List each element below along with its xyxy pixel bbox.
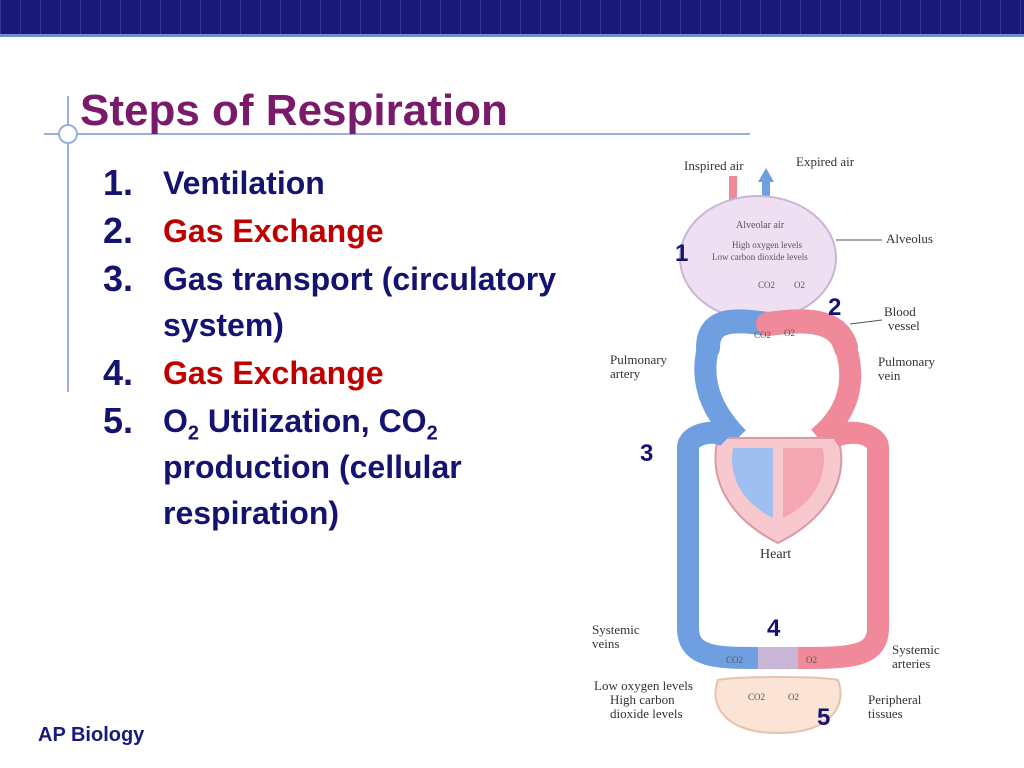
step-text: Ventilation [163, 165, 325, 201]
step-text: Gas Exchange [163, 355, 384, 391]
blood-label: Blood [884, 304, 916, 319]
horizontal-guide-line [44, 133, 750, 135]
top-banner [0, 0, 1024, 37]
vessel-label: vessel [888, 318, 920, 333]
diagram-marker-4: 4 [767, 615, 781, 642]
step-item: 3. Gas transport (circulatory system) [103, 256, 573, 348]
inspired-air-label: Inspired air [684, 158, 744, 173]
pulmonary-vein-label-2: vein [878, 368, 901, 383]
peripheral-tissue-shape [714, 676, 842, 735]
step-number: 4. [103, 352, 134, 393]
pulmonary-vein-label-1: Pulmonary [878, 354, 936, 369]
systemic-veins-label-1: Systemic [592, 622, 640, 637]
co2-label: CO2 [748, 692, 765, 702]
co2-label: CO2 [758, 280, 775, 290]
step-item: 4. Gas Exchange [103, 350, 573, 396]
step-number: 5. [103, 400, 134, 441]
steps-list: 1. Ventilation 2. Gas Exchange 3. Gas tr… [103, 160, 573, 538]
pulmonary-artery-label-2: artery [610, 366, 641, 381]
expired-air-label: Expired air [796, 154, 855, 169]
crosshair-circle-icon [58, 124, 78, 144]
co2-label: CO2 [726, 655, 743, 665]
o2-label: O2 [806, 655, 817, 665]
o2-label: O2 [788, 692, 799, 702]
alveolar-air-label: Alveolar air [736, 220, 785, 231]
high-oxygen-label: High oxygen levels [732, 240, 802, 250]
diagram-marker-2: 2 [828, 294, 842, 321]
diagram-marker-3: 3 [640, 440, 654, 467]
step-text: O2 Utilization, CO2 production (cellular… [163, 403, 462, 531]
systemic-arteries-label-2: arteries [892, 656, 930, 671]
step-text: Gas Exchange [163, 213, 384, 249]
step-number: 2. [103, 210, 134, 251]
step-number: 1. [103, 162, 134, 203]
o2-label: O2 [794, 280, 805, 290]
co2-label: CO2 [754, 330, 771, 340]
step-item: 1. Ventilation [103, 160, 573, 206]
step-item: 2. Gas Exchange [103, 208, 573, 254]
diagram-marker-5: 5 [817, 704, 831, 731]
dioxide-levels-label: dioxide levels [610, 706, 683, 721]
systemic-veins-label-2: veins [592, 636, 619, 651]
systemic-arteries-label-1: Systemic [892, 642, 940, 657]
diagram-marker-1: 1 [675, 240, 689, 267]
low-co2-label: Low carbon dioxide levels [712, 252, 808, 262]
peripheral-label-1: Peripheral [868, 692, 922, 707]
respiration-diagram: Inspired air Expired air Alveolar air Hi… [588, 148, 962, 738]
slide-title: Steps of Respiration [80, 86, 508, 135]
peripheral-label-2: tissues [868, 706, 903, 721]
step-item: 5. O2 Utilization, CO2 production (cellu… [103, 398, 573, 536]
vertical-guide-line [67, 96, 69, 392]
pulmonary-artery-label-1: Pulmonary [610, 352, 668, 367]
circulation-diagram-svg: Inspired air Expired air Alveolar air Hi… [592, 154, 940, 735]
step-number: 3. [103, 258, 134, 299]
o2-label: O2 [784, 328, 795, 338]
heart-label: Heart [760, 547, 791, 562]
high-carbon-label: High carbon [610, 692, 675, 707]
footer-label: AP Biology [38, 724, 145, 746]
low-oxygen-label: Low oxygen levels [594, 678, 693, 693]
alveolus-label: Alveolus [886, 231, 933, 246]
step-text: Gas transport (circulatory system) [163, 261, 556, 343]
